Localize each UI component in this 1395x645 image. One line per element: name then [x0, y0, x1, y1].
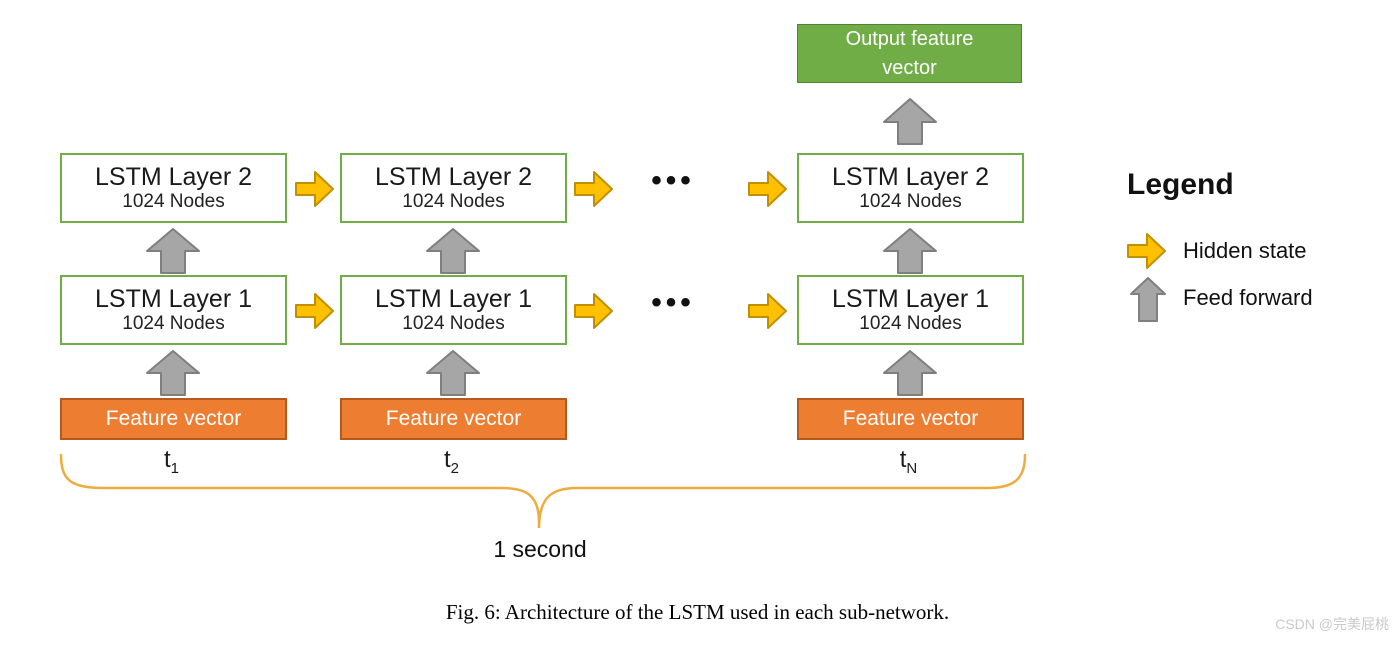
lstm-layer2-title: LSTM Layer 2 — [94, 163, 252, 192]
hidden-state-arrow-icon — [1127, 233, 1166, 269]
time-subscript: 1 — [170, 459, 179, 477]
col1-lstm-layer2-box: LSTM Layer 2 1024 Nodes — [60, 153, 287, 223]
output-feature-vector-box: Output feature vector — [797, 24, 1022, 83]
time-subscript: N — [906, 459, 918, 477]
time-base: t — [163, 446, 171, 473]
feed-forward-arrow-icon — [883, 228, 937, 274]
one-second-brace — [59, 453, 1027, 529]
col2-lstm-layer1-box: LSTM Layer 1 1024 Nodes — [340, 275, 567, 345]
feed-forward-arrow-icon — [426, 228, 480, 274]
lstm-layer1-title: LSTM Layer 1 — [94, 285, 252, 314]
feed-forward-arrow-icon — [883, 98, 937, 145]
col3-lstm-layer1-box: LSTM Layer 1 1024 Nodes — [797, 275, 1024, 345]
lstm-layer2-nodes: 1024 Nodes — [859, 191, 962, 213]
lstm-layer1-nodes: 1024 Nodes — [859, 313, 962, 335]
hidden-state-arrow-icon — [295, 171, 334, 207]
feed-forward-arrow-icon — [883, 350, 937, 396]
legend-item-hidden-state: Hidden state — [1183, 238, 1307, 263]
lstm-layer1-nodes: 1024 Nodes — [122, 313, 225, 335]
ellipsis-dots: ••• — [651, 164, 695, 197]
time-base: t — [899, 446, 907, 473]
col3-lstm-layer2-box: LSTM Layer 2 1024 Nodes — [797, 153, 1024, 223]
legend-item-feed-forward: Feed forward — [1183, 285, 1313, 310]
ellipsis-dots: ••• — [651, 286, 695, 319]
hidden-state-arrow-icon — [748, 171, 787, 207]
feed-forward-arrow-icon — [146, 350, 200, 396]
time-subscript: 2 — [450, 459, 459, 477]
hidden-state-arrow-icon — [574, 293, 613, 329]
col2-lstm-layer2-box: LSTM Layer 2 1024 Nodes — [340, 153, 567, 223]
time-base: t — [443, 446, 451, 473]
col1-lstm-layer1-box: LSTM Layer 1 1024 Nodes — [60, 275, 287, 345]
feed-forward-arrow-icon — [1130, 277, 1166, 322]
lstm-layer2-nodes: 1024 Nodes — [122, 191, 225, 213]
figure-caption: Fig. 6: Architecture of the LSTM used in… — [445, 600, 950, 624]
hidden-state-arrow-icon — [574, 171, 613, 207]
hidden-state-arrow-icon — [295, 293, 334, 329]
hidden-state-arrow-icon — [748, 293, 787, 329]
time-label-tN: tN — [797, 446, 1020, 477]
time-label-t2: t2 — [340, 446, 563, 477]
feed-forward-arrow-icon — [146, 228, 200, 274]
brace-label: 1 second — [493, 536, 587, 562]
legend-title: Legend — [1127, 168, 1234, 201]
col1-feature-vector-box: Feature vector — [60, 398, 287, 440]
lstm-layer2-title: LSTM Layer 2 — [831, 163, 989, 192]
col2-feature-vector-box: Feature vector — [340, 398, 567, 440]
lstm-layer1-title: LSTM Layer 1 — [831, 285, 989, 314]
time-label-t1: t1 — [60, 446, 283, 477]
lstm-layer1-nodes: 1024 Nodes — [402, 313, 505, 335]
lstm-layer2-title: LSTM Layer 2 — [374, 163, 532, 192]
feed-forward-arrow-icon — [426, 350, 480, 396]
lstm-layer1-title: LSTM Layer 1 — [374, 285, 532, 314]
col3-feature-vector-box: Feature vector — [797, 398, 1024, 440]
watermark: CSDN @完美屁桃 — [1275, 616, 1389, 632]
lstm-layer2-nodes: 1024 Nodes — [402, 191, 505, 213]
